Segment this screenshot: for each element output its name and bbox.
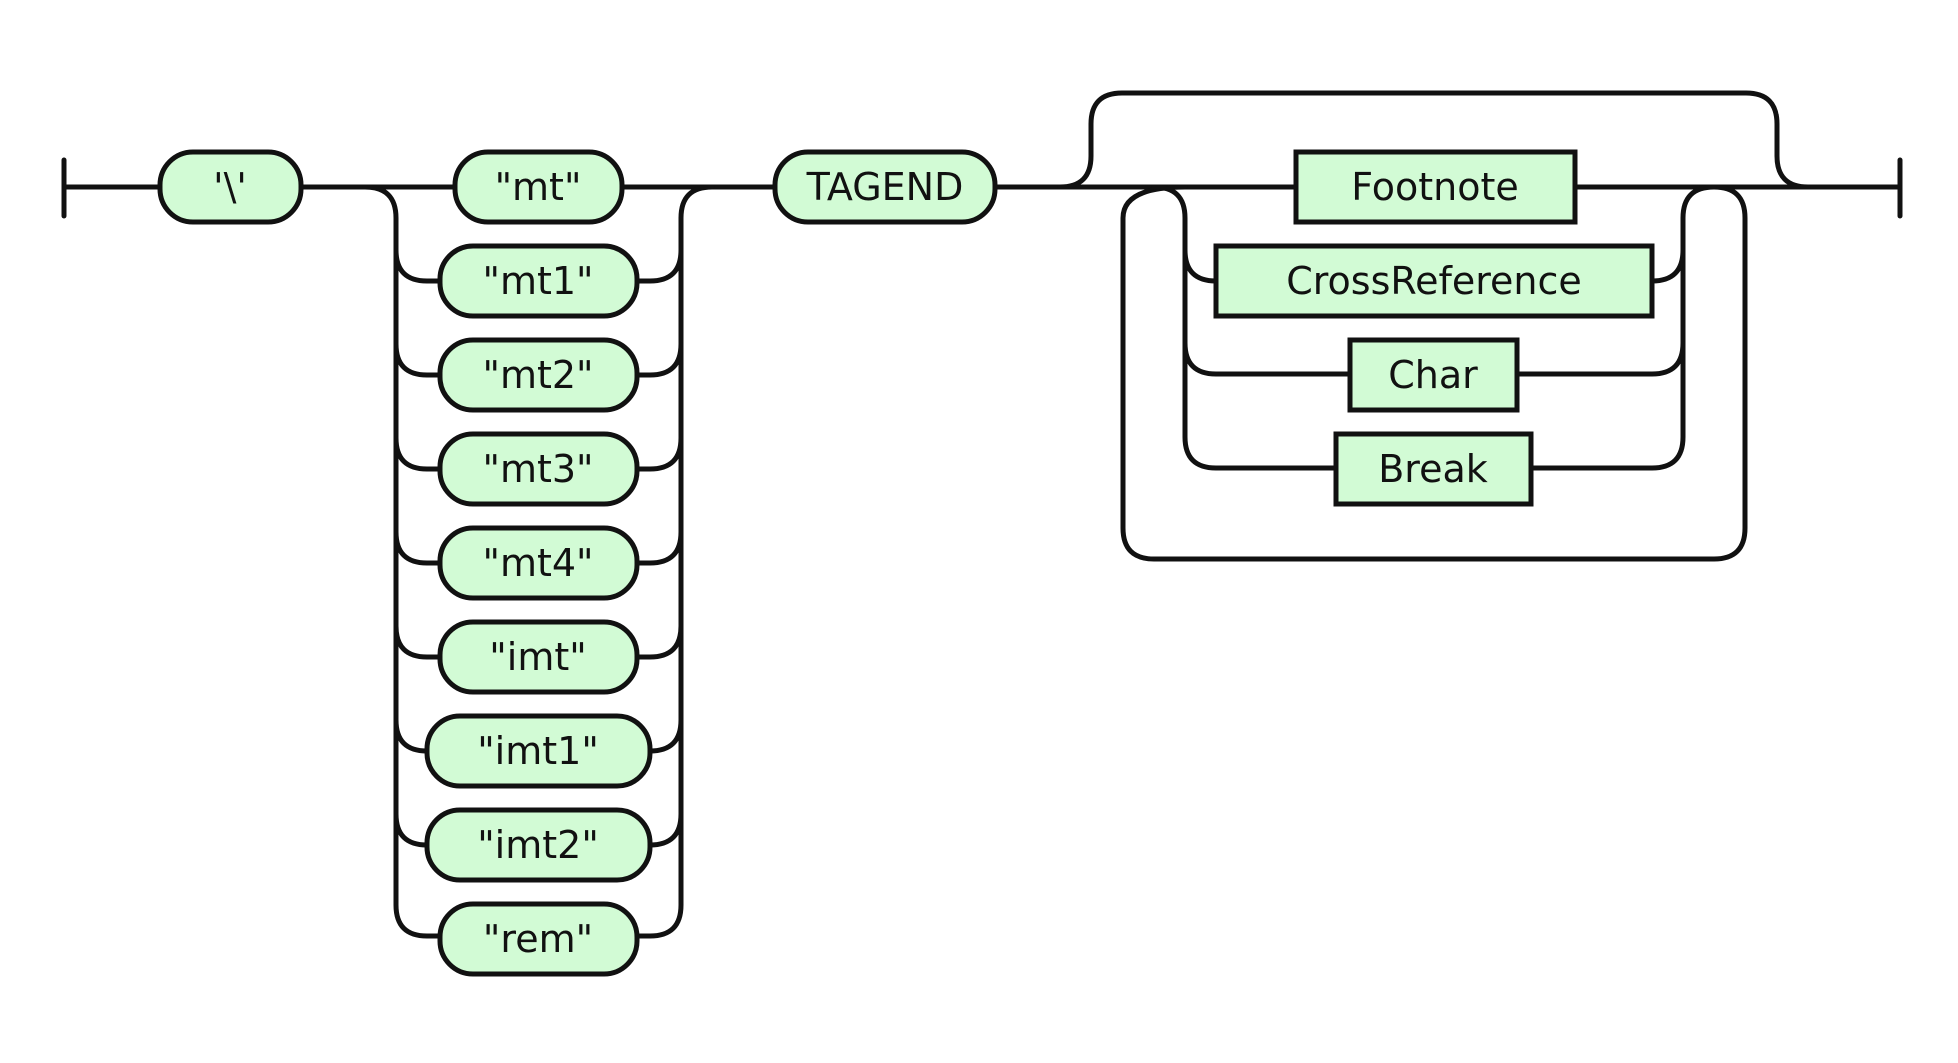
choice1-left-rail xyxy=(362,184,443,939)
choice1-branches xyxy=(393,247,684,848)
terminal-label: "mt1" xyxy=(482,259,593,303)
terminal-label: "mt2" xyxy=(482,353,593,397)
terminal-rem: "rem" xyxy=(437,901,640,977)
terminal-imt1: "imt1" xyxy=(424,713,653,789)
terminal-mt1: "mt1" xyxy=(437,243,640,319)
nonterminal-char: Char xyxy=(1347,337,1520,413)
choice2-left-rail xyxy=(1151,184,1339,471)
nonterminal-label: CrossReference xyxy=(1286,259,1582,303)
terminal-label: "rem" xyxy=(483,917,593,961)
terminal-label: '\' xyxy=(213,165,247,209)
terminal-mt4: "mt4" xyxy=(437,525,640,601)
terminal-imt2: "imt2" xyxy=(424,807,653,883)
nonterminal-label: Break xyxy=(1378,447,1488,491)
optional-bypass xyxy=(1057,90,1811,190)
nonterminal-footnote: Footnote xyxy=(1293,149,1578,225)
choice1-right-rail xyxy=(634,184,715,939)
choice2-branches xyxy=(1182,247,1686,377)
terminal-mt3: "mt3" xyxy=(437,431,640,507)
choice2-right-rail xyxy=(1528,184,1717,471)
terminal-label: TAGEND xyxy=(806,165,964,209)
nonterminal-label: Footnote xyxy=(1351,165,1519,209)
terminal-label: "mt4" xyxy=(482,541,593,585)
nonterminal-label: Char xyxy=(1388,353,1478,397)
repeat-loop xyxy=(1120,184,1748,562)
terminal-tagend: TAGEND xyxy=(772,149,998,225)
nonterminal-break: Break xyxy=(1333,431,1534,507)
terminal-label: "imt1" xyxy=(477,729,599,773)
terminal-label: "imt" xyxy=(489,635,586,679)
terminal-label: "mt3" xyxy=(482,447,593,491)
terminal-imt: "imt" xyxy=(437,619,640,695)
terminal-mt: "mt" xyxy=(452,149,625,225)
terminal-label: "mt" xyxy=(495,165,582,209)
terminal-backslash: '\' xyxy=(157,149,304,225)
terminal-mt2: "mt2" xyxy=(437,337,640,413)
nonterminal-crossreference: CrossReference xyxy=(1213,243,1655,319)
terminal-label: "imt2" xyxy=(477,823,599,867)
